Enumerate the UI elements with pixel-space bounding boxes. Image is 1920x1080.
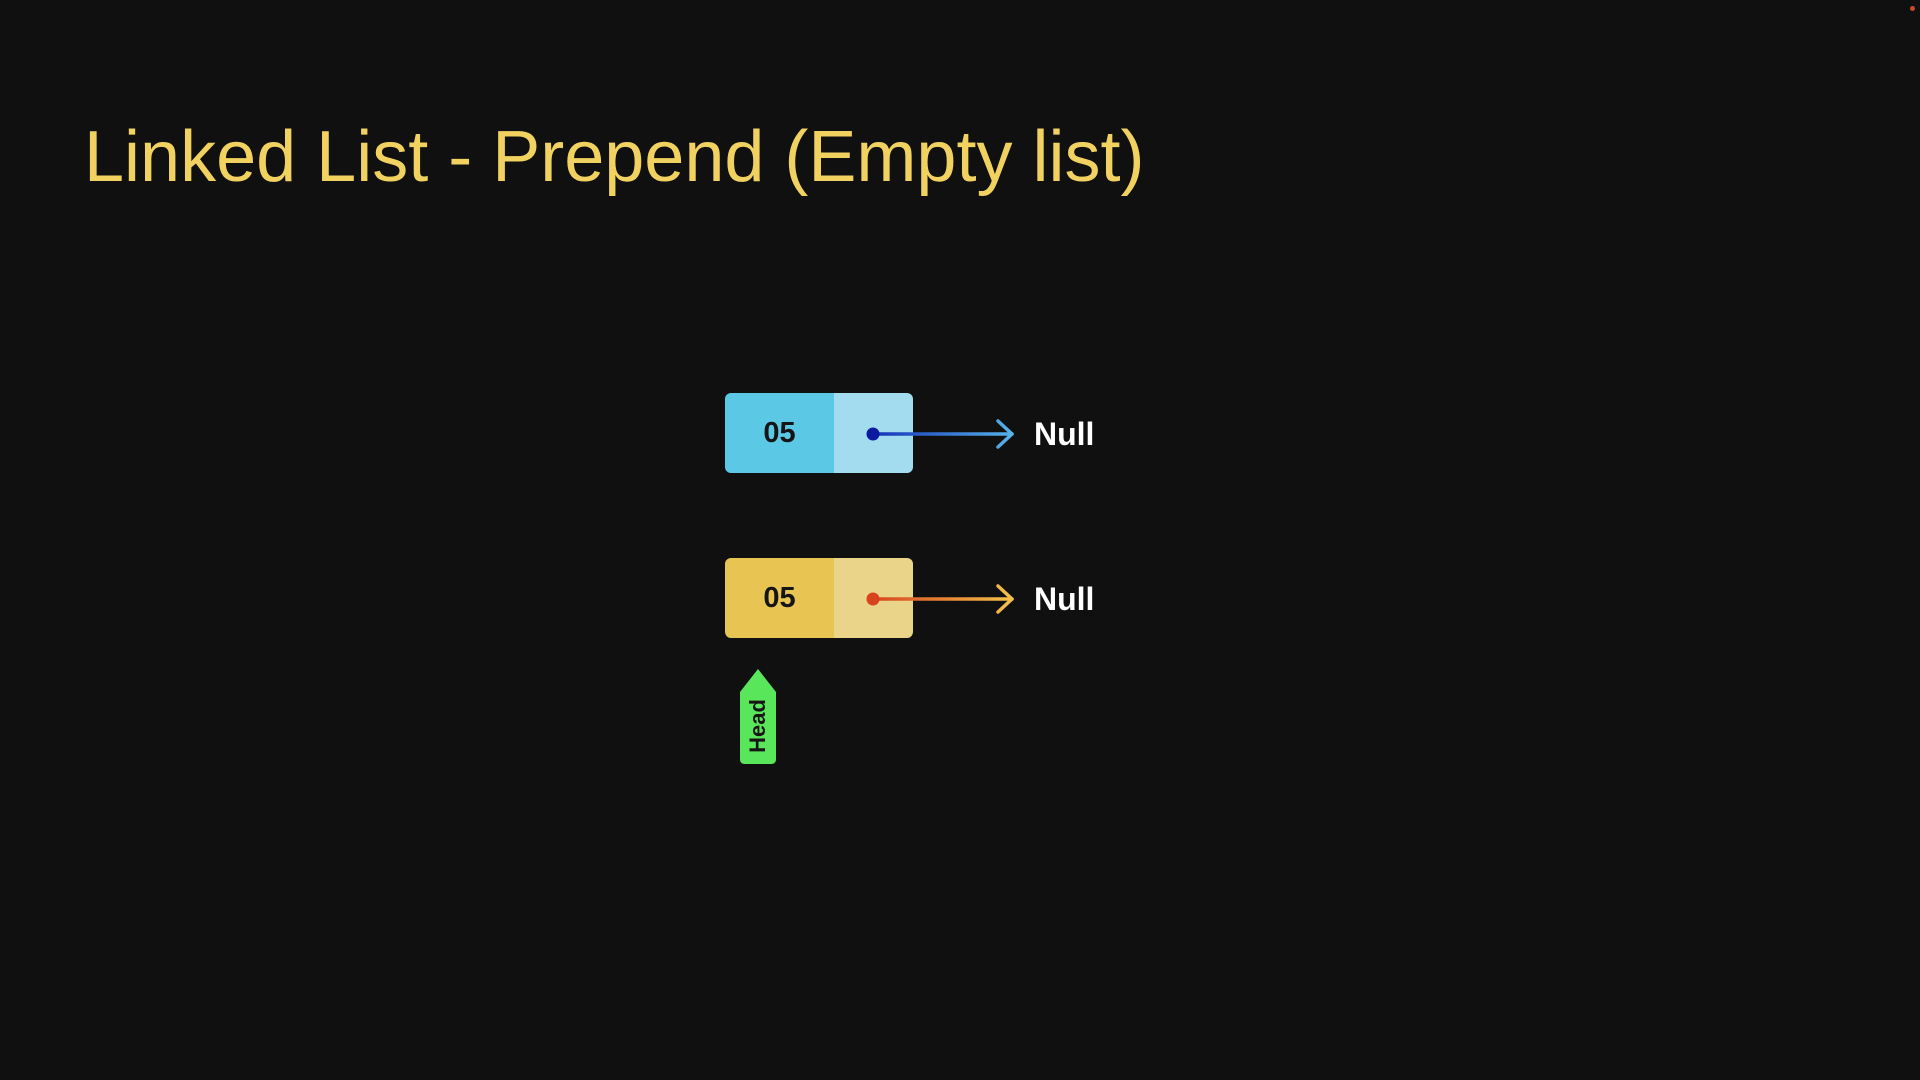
head-label: Head (745, 699, 770, 753)
null-label: Null (1034, 581, 1095, 617)
node-value: 05 (725, 558, 834, 638)
head-tag-shape (740, 669, 776, 764)
null-label: Null (1034, 416, 1095, 452)
corner-dot (1910, 6, 1915, 11)
node-next-pointer (834, 393, 913, 473)
head-pointer-tag: Head (738, 668, 778, 765)
list-node-blue: 05 (725, 393, 913, 473)
page-title: Linked List - Prepend (Empty list) (84, 117, 1145, 197)
node-next-pointer (834, 558, 913, 638)
list-node-yellow: 05 (725, 558, 913, 638)
node-value: 05 (725, 393, 834, 473)
